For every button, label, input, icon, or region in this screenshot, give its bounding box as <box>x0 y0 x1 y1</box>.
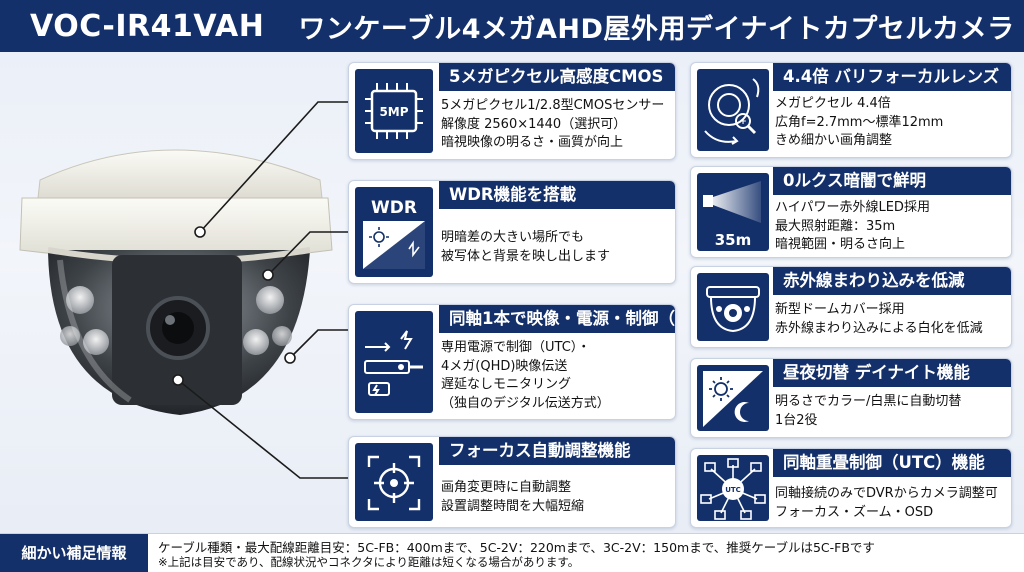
feature-body-day-night: 明るさでカラー/白黒に自動切替 1台2役 <box>775 394 962 428</box>
feature-card-coax: 同軸1本で映像・電源・制御（UTC） 専用電源で制御（UTC）・ 4メガ(QHD… <box>348 304 676 420</box>
feature-card-wdr: WDR WDR機能を搭載 明暗差の大きい場所でも 被写体と背景を映し出します <box>348 180 676 284</box>
wdr-label: WDR <box>371 198 417 218</box>
feature-body-autofocus: 画角変更時に自動調整 設置調整時間を大幅短縮 <box>441 480 585 514</box>
footer-notes: 細かい補足情報 ケーブル種類・最大配線距離目安：5C-FB：400mまで、5C-… <box>0 533 1024 572</box>
feature-body-cmos: 5メガピクセル1/2.8型CMOSセンサー 解像度 2560×1440（選択可）… <box>441 98 665 150</box>
wdr-icon: WDR <box>355 187 433 277</box>
footer-cable-note: ケーブル種類・最大配線距離目安：5C-FB：400mまで、5C-2V：220mま… <box>158 540 875 555</box>
feature-card-utc: UTC 同軸重畳制御（UTC）機能 同軸接続のみでDVRからカメラ調整可 フォー… <box>690 448 1012 528</box>
chip-5mp-icon: 5MP <box>355 69 433 153</box>
chip-label: 5MP <box>379 105 408 119</box>
feature-card-ir-reduction: 赤外線まわり込みを低減 新型ドームカバー採用 赤外線まわり込みによる白化を低減 <box>690 266 1012 348</box>
feature-title-zero-lux: 0ルクス暗闇で鮮明 <box>773 167 1011 195</box>
feature-body-varifocal: メガピクセル 4.4倍 広角f=2.7mm～標準12mm きめ細かい画角調整 <box>775 96 944 148</box>
coax-cable-icon <box>355 311 433 413</box>
feature-body-ir-reduction: 新型ドームカバー採用 赤外線まわり込みによる白化を低減 <box>775 302 983 336</box>
feature-title-cmos: 5メガピクセル高感度CMOS <box>439 63 675 91</box>
feature-body-coax: 専用電源で制御（UTC）・ 4メガ(QHD)映像伝送 遅延なしモニタリング （独… <box>441 340 610 411</box>
feature-title-wdr: WDR機能を搭載 <box>439 181 675 209</box>
model-number: VOC-IR41VAH <box>30 8 265 44</box>
page-title: ワンケーブル4メガAHD屋外用デイナイトカプセルカメラ <box>298 13 1015 45</box>
feature-card-cmos: 5MP 5メガピクセル高感度CMOS 5メガピクセル1/2.8型CMOSセンサー… <box>348 62 676 160</box>
ir-range-icon: 35m <box>697 173 769 251</box>
ir-range-label: 35m <box>715 231 752 249</box>
feature-title-day-night: 昼夜切替 デイナイト機能 <box>773 359 1011 387</box>
feature-card-day-night: 昼夜切替 デイナイト機能 明るさでカラー/白黒に自動切替 1台2役 <box>690 358 1012 438</box>
utc-label: UTC <box>725 486 741 494</box>
footer-disclaimer: ※上記は目安であり、配線状況やコネクタにより距離は短くなる場合があります。 <box>158 555 580 569</box>
feature-card-zero-lux: 35m 0ルクス暗闇で鮮明 ハイパワー赤外線LED採用 最大照射距離：35m 暗… <box>690 166 1012 258</box>
feature-card-varifocal: + 4.4倍 バリフォーカルレンズ メガピクセル 4.4倍 広角f=2.7mm～… <box>690 62 1012 158</box>
feature-title-varifocal: 4.4倍 バリフォーカルレンズ <box>773 63 1011 91</box>
feature-body-zero-lux: ハイパワー赤外線LED採用 最大照射距離：35m 暗視範囲・明るさ向上 <box>775 200 930 252</box>
varifocal-lens-icon: + <box>697 69 769 151</box>
header-bar: VOC-IR41VAH ワンケーブル4メガAHD屋外用デイナイトカプセルカメラ <box>0 0 1024 52</box>
utc-network-icon: UTC <box>697 455 769 521</box>
feature-title-utc: 同軸重畳制御（UTC）機能 <box>773 449 1011 477</box>
dome-camera-icon <box>697 273 769 341</box>
svg-text:+: + <box>739 117 747 127</box>
feature-card-autofocus: フォーカス自動調整機能 画角変更時に自動調整 設置調整時間を大幅短縮 <box>348 436 676 528</box>
feature-title-autofocus: フォーカス自動調整機能 <box>439 437 675 465</box>
focus-target-icon <box>355 443 433 521</box>
feature-body-utc: 同軸接続のみでDVRからカメラ調整可 フォーカス・ズーム・OSD <box>775 486 998 520</box>
feature-title-ir-reduction: 赤外線まわり込みを低減 <box>773 267 1011 295</box>
feature-body-wdr: 明暗差の大きい場所でも 被写体と背景を映し出します <box>441 230 611 264</box>
footer-label: 細かい補足情報 <box>0 534 148 572</box>
feature-title-coax: 同軸1本で映像・電源・制御（UTC） <box>439 305 675 333</box>
day-night-icon <box>697 365 769 431</box>
dome-camera-illustration <box>19 149 333 415</box>
